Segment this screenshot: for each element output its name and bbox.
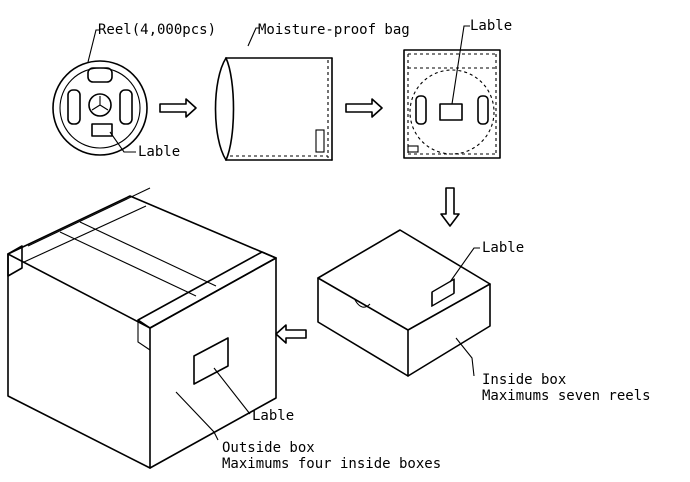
bag-label-leader	[451, 25, 470, 105]
inside-box-label-text: Lable	[482, 240, 524, 256]
bag-label-tag	[439, 103, 463, 121]
reel-label-tag	[91, 123, 113, 137]
inside-box-label-leader	[449, 247, 480, 283]
moisture-proof-bag	[214, 57, 333, 161]
arrow-down-icon	[440, 187, 460, 227]
reel-label-leader	[109, 131, 136, 153]
reel-text: Reel(4,000pcs)	[98, 22, 216, 38]
reel-leader	[87, 29, 100, 63]
inside-box	[317, 229, 491, 377]
outside-box-label-text: Lable	[252, 408, 294, 424]
inside-box-capacity-text: Maximums seven reels	[482, 388, 651, 404]
sealed-bag	[403, 49, 501, 159]
bag-label-text: Lable	[470, 18, 512, 34]
arrow-right-icon	[159, 98, 197, 118]
inside-box-leader	[455, 337, 475, 377]
arrow-right-icon	[345, 98, 383, 118]
outside-box-label-tag	[193, 337, 229, 385]
reel-label-text: Lable	[138, 144, 180, 160]
reel	[52, 60, 148, 156]
bag-text: Moisture-proof bag	[258, 22, 410, 38]
bag-leader	[247, 27, 260, 47]
outside-box-leader	[175, 391, 219, 441]
inside-box-text: Inside box	[482, 372, 566, 388]
outside-box-capacity-text: Maximums four inside boxes	[222, 456, 441, 472]
inside-box-label-tag	[431, 278, 455, 307]
outside-box	[7, 187, 277, 469]
arrow-left-icon	[275, 324, 307, 344]
outside-box-label-leader	[213, 367, 251, 415]
outside-box-text: Outside box	[222, 440, 315, 456]
